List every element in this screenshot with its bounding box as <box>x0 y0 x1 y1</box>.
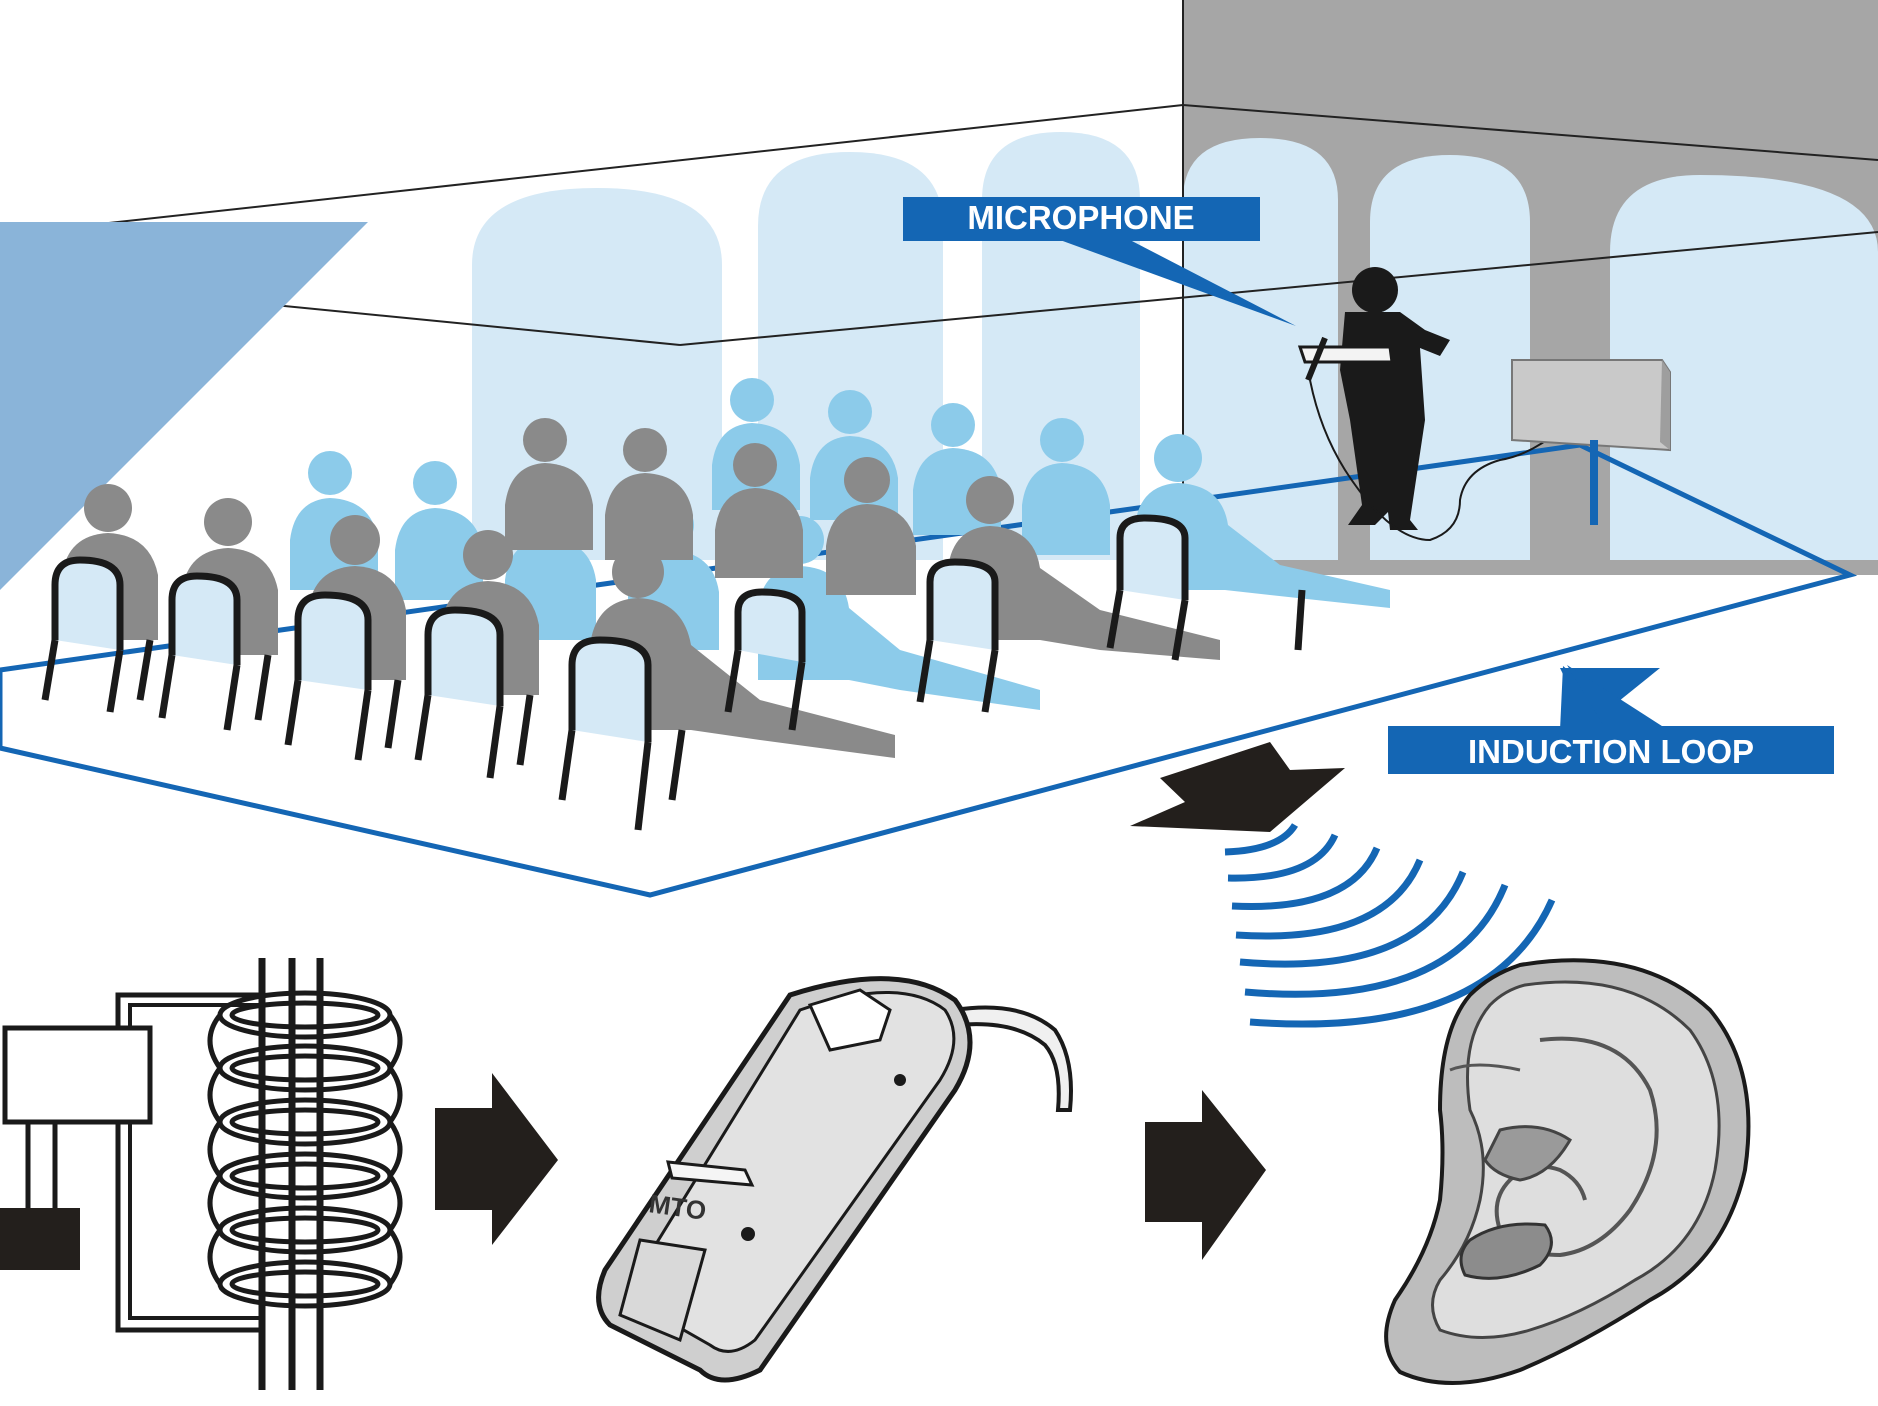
arrow-down-icon <box>1130 742 1345 832</box>
wall-amplifier-icon <box>1511 359 1671 525</box>
audience-person <box>505 418 593 550</box>
speaker-at-lectern-icon <box>1297 267 1561 542</box>
chair <box>41 556 154 713</box>
audience-person <box>826 457 916 595</box>
magnetic-field-waves-icon <box>1224 823 1556 1028</box>
audience-person <box>715 443 803 578</box>
microphone-label-box <box>903 197 1260 241</box>
coil-transformer-icon <box>0 958 403 1390</box>
chairs <box>41 514 1306 831</box>
audience-person <box>1022 418 1110 555</box>
microphone-label: MICROPHONE <box>967 199 1194 236</box>
chair <box>558 636 686 831</box>
induction-loop-label: INDUCTION LOOP <box>1468 733 1754 770</box>
arrow-right-icon <box>435 1073 558 1245</box>
microphone-callout: MICROPHONE <box>903 197 1296 326</box>
audience-person <box>948 476 1220 660</box>
audience-person <box>605 428 693 560</box>
chair <box>1106 514 1306 661</box>
behind-ear-hearing-aid-icon: MTO <box>596 976 1073 1383</box>
arrow-right-icon <box>1145 1090 1266 1260</box>
chair <box>724 588 806 731</box>
audience-person <box>395 461 483 600</box>
audience-person <box>1135 434 1390 608</box>
chair <box>284 591 402 761</box>
chair <box>414 606 534 779</box>
induction-loop-label-box <box>1388 726 1834 774</box>
ear-icon <box>1384 958 1751 1385</box>
induction-loop-wire <box>0 442 1858 898</box>
induction-loop-callout: INDUCTION LOOP <box>1388 665 1834 774</box>
chair <box>916 558 999 713</box>
chair <box>158 572 272 731</box>
